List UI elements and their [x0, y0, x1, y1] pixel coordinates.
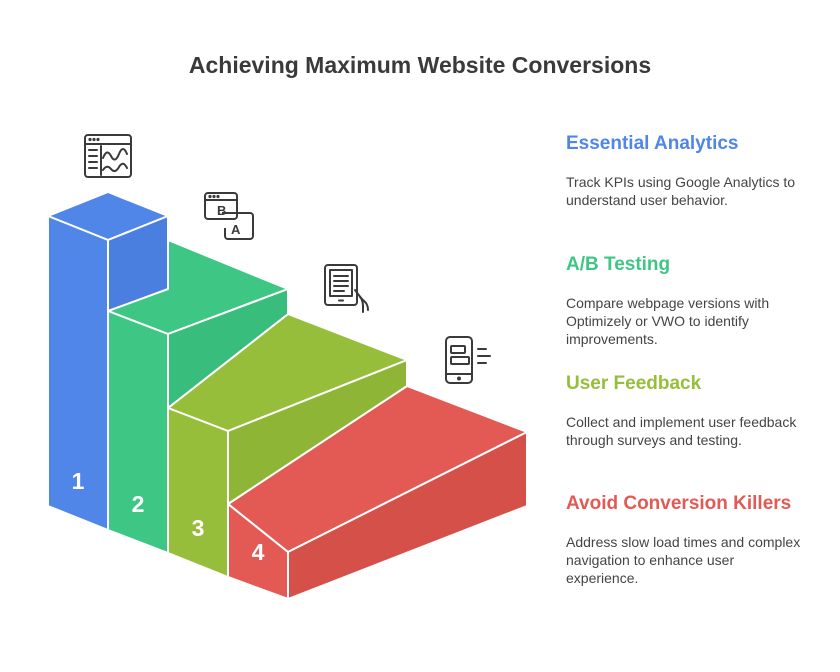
page-title: Achieving Maximum Website Conversions: [188, 52, 652, 78]
step-4-block: [227, 385, 528, 600]
step-number: 4: [252, 539, 265, 565]
step-1-block: [47, 191, 169, 531]
tablet-feedback-icon: [324, 264, 369, 313]
step-number: 2: [132, 491, 145, 517]
mobile-speed-icon: [445, 336, 491, 384]
svg-text:B: B: [217, 203, 226, 218]
step-number: 3: [192, 515, 205, 541]
svg-text:A: A: [231, 222, 241, 237]
step-3-title: User Feedback: [566, 373, 702, 394]
analytics-dashboard-icon: [84, 134, 132, 178]
step-3-info: User Feedback Collect and implement user…: [566, 373, 806, 449]
step-1-info: Essential Analytics Track KPIs using Goo…: [566, 133, 806, 209]
step-4-info: Avoid Conversion Killers Address slow lo…: [566, 493, 806, 587]
ab-test-icon: B A: [204, 192, 254, 240]
step-3-description: Collect and implement user feedback thro…: [566, 414, 797, 448]
step-1-title: Essential Analytics: [566, 133, 739, 154]
step-1-description: Track KPIs using Google Analytics to und…: [566, 174, 796, 208]
step-2-description: Compare webpage versions with Optimizely…: [566, 295, 770, 347]
step-3-block: [167, 313, 408, 578]
step-2-title: A/B Testing: [566, 254, 671, 275]
step-number: 1: [72, 468, 85, 494]
step-4-description: Address slow load times and complex navi…: [566, 534, 801, 586]
step-4-title: Avoid Conversion Killers: [566, 493, 792, 514]
step-2-info: A/B Testing Compare webpage versions wit…: [566, 254, 806, 348]
